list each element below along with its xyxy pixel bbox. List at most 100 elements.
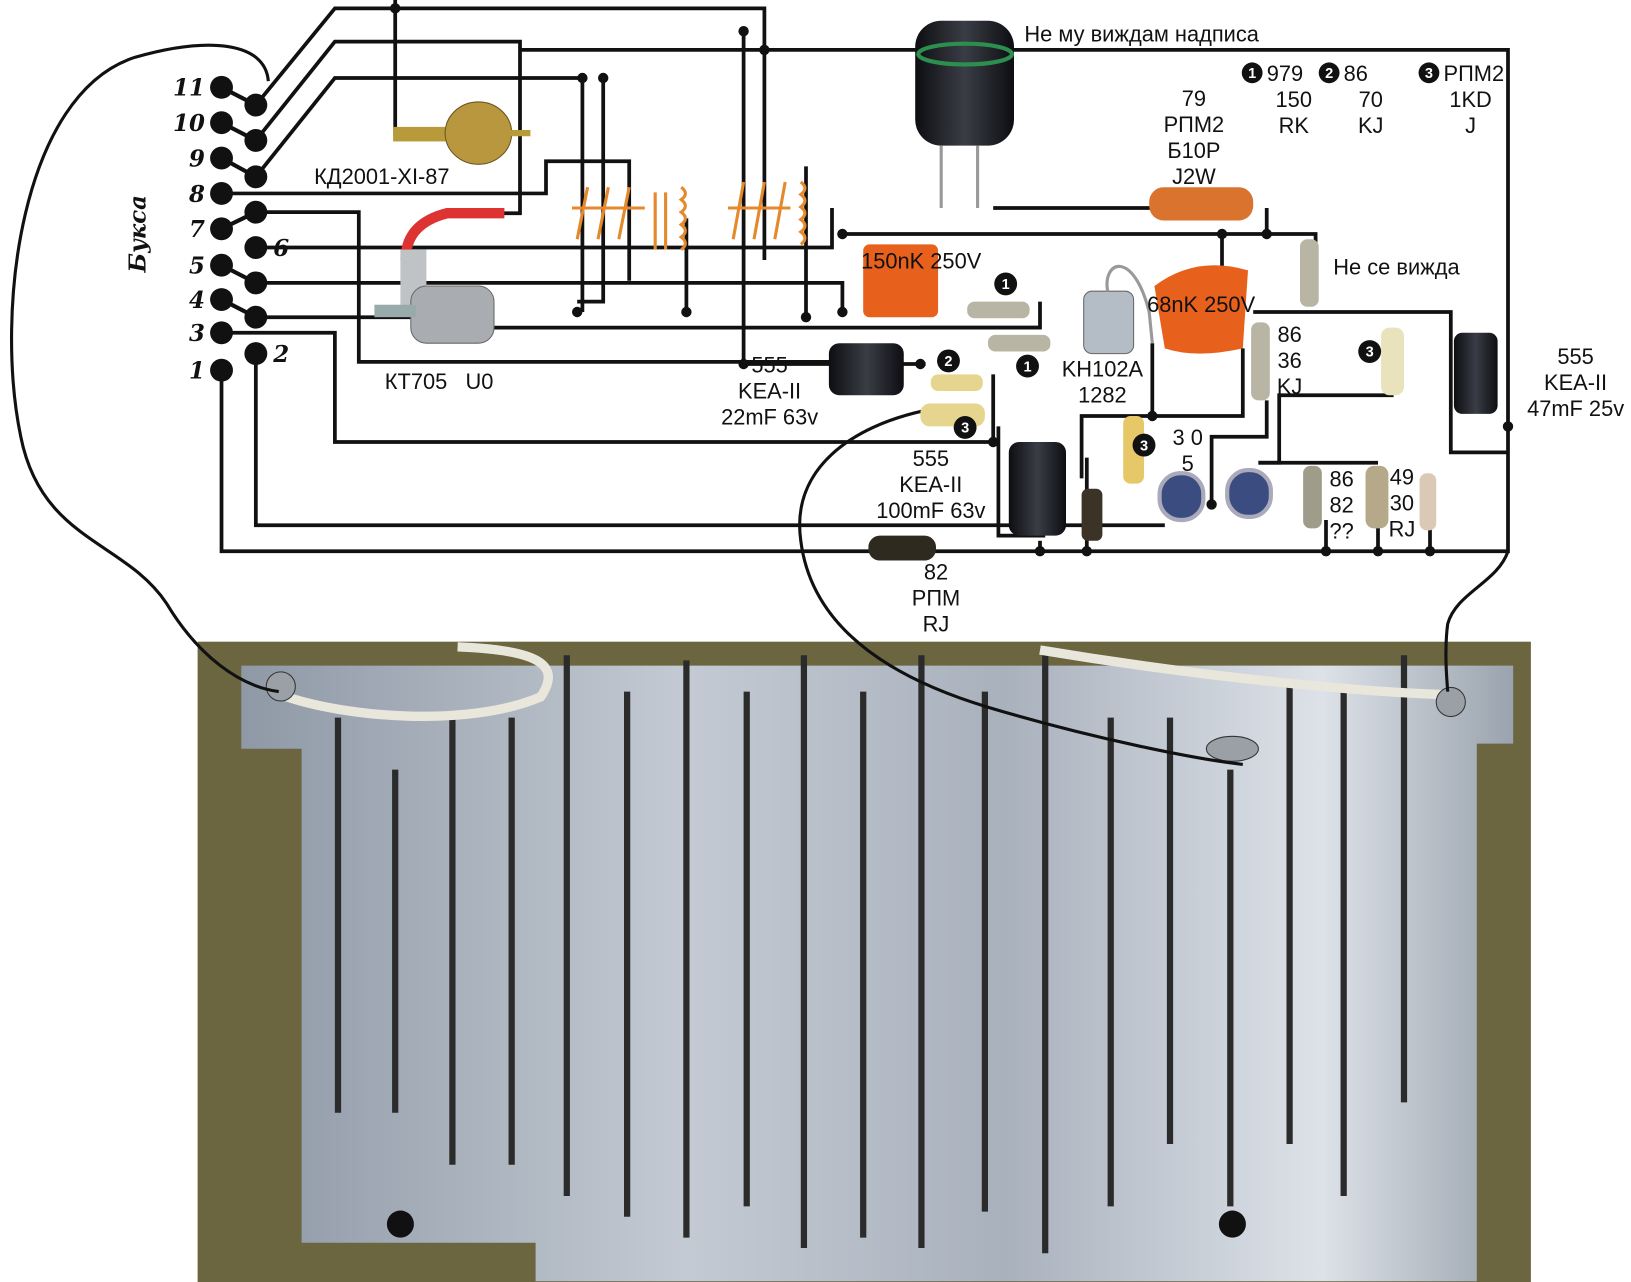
junction-dot xyxy=(837,306,848,318)
relay-1 xyxy=(571,185,687,251)
junction-dot xyxy=(681,306,692,318)
capacitor-47mf xyxy=(1453,332,1498,414)
capacitor-68nk xyxy=(1154,265,1248,354)
relay-2 xyxy=(727,180,807,246)
resistor-1a xyxy=(967,301,1030,319)
pin-label: 8 xyxy=(188,182,205,208)
junction-dot xyxy=(1320,546,1332,557)
junction-dot xyxy=(577,72,588,84)
svg-text:3: 3 xyxy=(1366,345,1374,361)
svg-text:3: 3 xyxy=(1425,66,1433,82)
junction-dot xyxy=(915,358,926,370)
marker-3: 3 xyxy=(1132,433,1156,457)
resistor-1b xyxy=(987,334,1051,352)
pin-label: 7 xyxy=(189,217,205,243)
connector-pin-8: 8 xyxy=(188,182,233,208)
svg-text:1: 1 xyxy=(1248,66,1256,82)
connector-pin-3: 3 xyxy=(189,321,233,347)
mounting-hole xyxy=(1218,1210,1246,1238)
pcb-photo xyxy=(197,641,1531,1282)
svg-text:3: 3 xyxy=(961,421,969,437)
resistor-79 xyxy=(1149,187,1254,221)
junction-dot xyxy=(1034,546,1046,557)
connector-pins: 11 10 98 7 6 5 4 3 2 1 xyxy=(173,76,289,385)
marker-2: 2 xyxy=(937,349,960,373)
connector-pin-1: 1 xyxy=(189,359,233,385)
resistor-3c xyxy=(1381,327,1404,396)
junction-dot xyxy=(738,26,749,37)
capacitor-blue xyxy=(1157,471,1206,523)
pin-label: 11 xyxy=(173,76,205,102)
pin-label: 2 xyxy=(272,342,289,368)
transistor-kt705 xyxy=(374,207,505,344)
marker-1: 1 xyxy=(1016,354,1039,378)
capacitor-22mf xyxy=(828,343,904,396)
connector-pin-6: 6 xyxy=(244,236,289,262)
cap-150-label: 150nK 250V xyxy=(861,248,982,273)
junction-dot xyxy=(1261,228,1272,240)
svg-text:2: 2 xyxy=(1325,66,1333,82)
markers: 1 1 2 3 3 3 xyxy=(937,272,1382,457)
connector-pin-4: 4 xyxy=(189,288,268,329)
transistor-label: КТ705 U0 xyxy=(385,369,494,394)
junction-dot xyxy=(987,436,999,448)
junction-dot xyxy=(1206,499,1217,510)
marker-3: 3 xyxy=(1358,340,1382,363)
kh102a xyxy=(1083,264,1154,355)
pin-label: 4 xyxy=(189,288,205,314)
junction-dot xyxy=(1216,228,1228,240)
solder-joint xyxy=(1205,735,1259,762)
pin-label: 6 xyxy=(273,236,289,262)
aluminium-heatsink-track xyxy=(241,665,1514,1282)
marker-1: 1 xyxy=(994,272,1018,296)
junction-dot xyxy=(800,312,812,323)
white-wire-photo xyxy=(1039,645,1446,700)
resistor-unseen xyxy=(1300,239,1319,307)
junction-dot xyxy=(759,44,770,56)
junctions xyxy=(390,3,1514,557)
resistor-2 xyxy=(930,374,983,392)
junction-dot xyxy=(390,3,401,14)
heatsink-slots xyxy=(334,655,1408,1254)
connector-pin-5: 5 xyxy=(189,254,268,295)
junction-dot xyxy=(1081,546,1092,557)
svg-text:3: 3 xyxy=(1140,438,1148,454)
cap-68-label: 68nK 250V xyxy=(1147,292,1255,317)
connector-label: Букса xyxy=(126,195,152,273)
pin-label: 5 xyxy=(189,254,205,280)
diode-small xyxy=(1419,473,1437,531)
components xyxy=(374,20,1498,561)
mounting-hole xyxy=(386,1210,414,1238)
junction-dot xyxy=(837,228,848,240)
junction-dot xyxy=(1502,421,1514,432)
svg-text:1: 1 xyxy=(1002,277,1010,293)
resistor-82 xyxy=(868,535,936,561)
connector-pin-10: 10 xyxy=(173,111,268,152)
pin-label: 3 xyxy=(189,321,205,347)
marker-3: 3 xyxy=(953,416,977,439)
diode-label: КД2001-XI-87 xyxy=(314,164,450,189)
connector-pin-9: 9 xyxy=(189,146,268,189)
pin-label: 10 xyxy=(173,111,205,137)
junction-dot xyxy=(598,72,609,84)
resistor-86-82 xyxy=(1303,465,1322,529)
connector-pin-2: 2 xyxy=(244,342,289,368)
pin-label: 1 xyxy=(189,359,205,385)
